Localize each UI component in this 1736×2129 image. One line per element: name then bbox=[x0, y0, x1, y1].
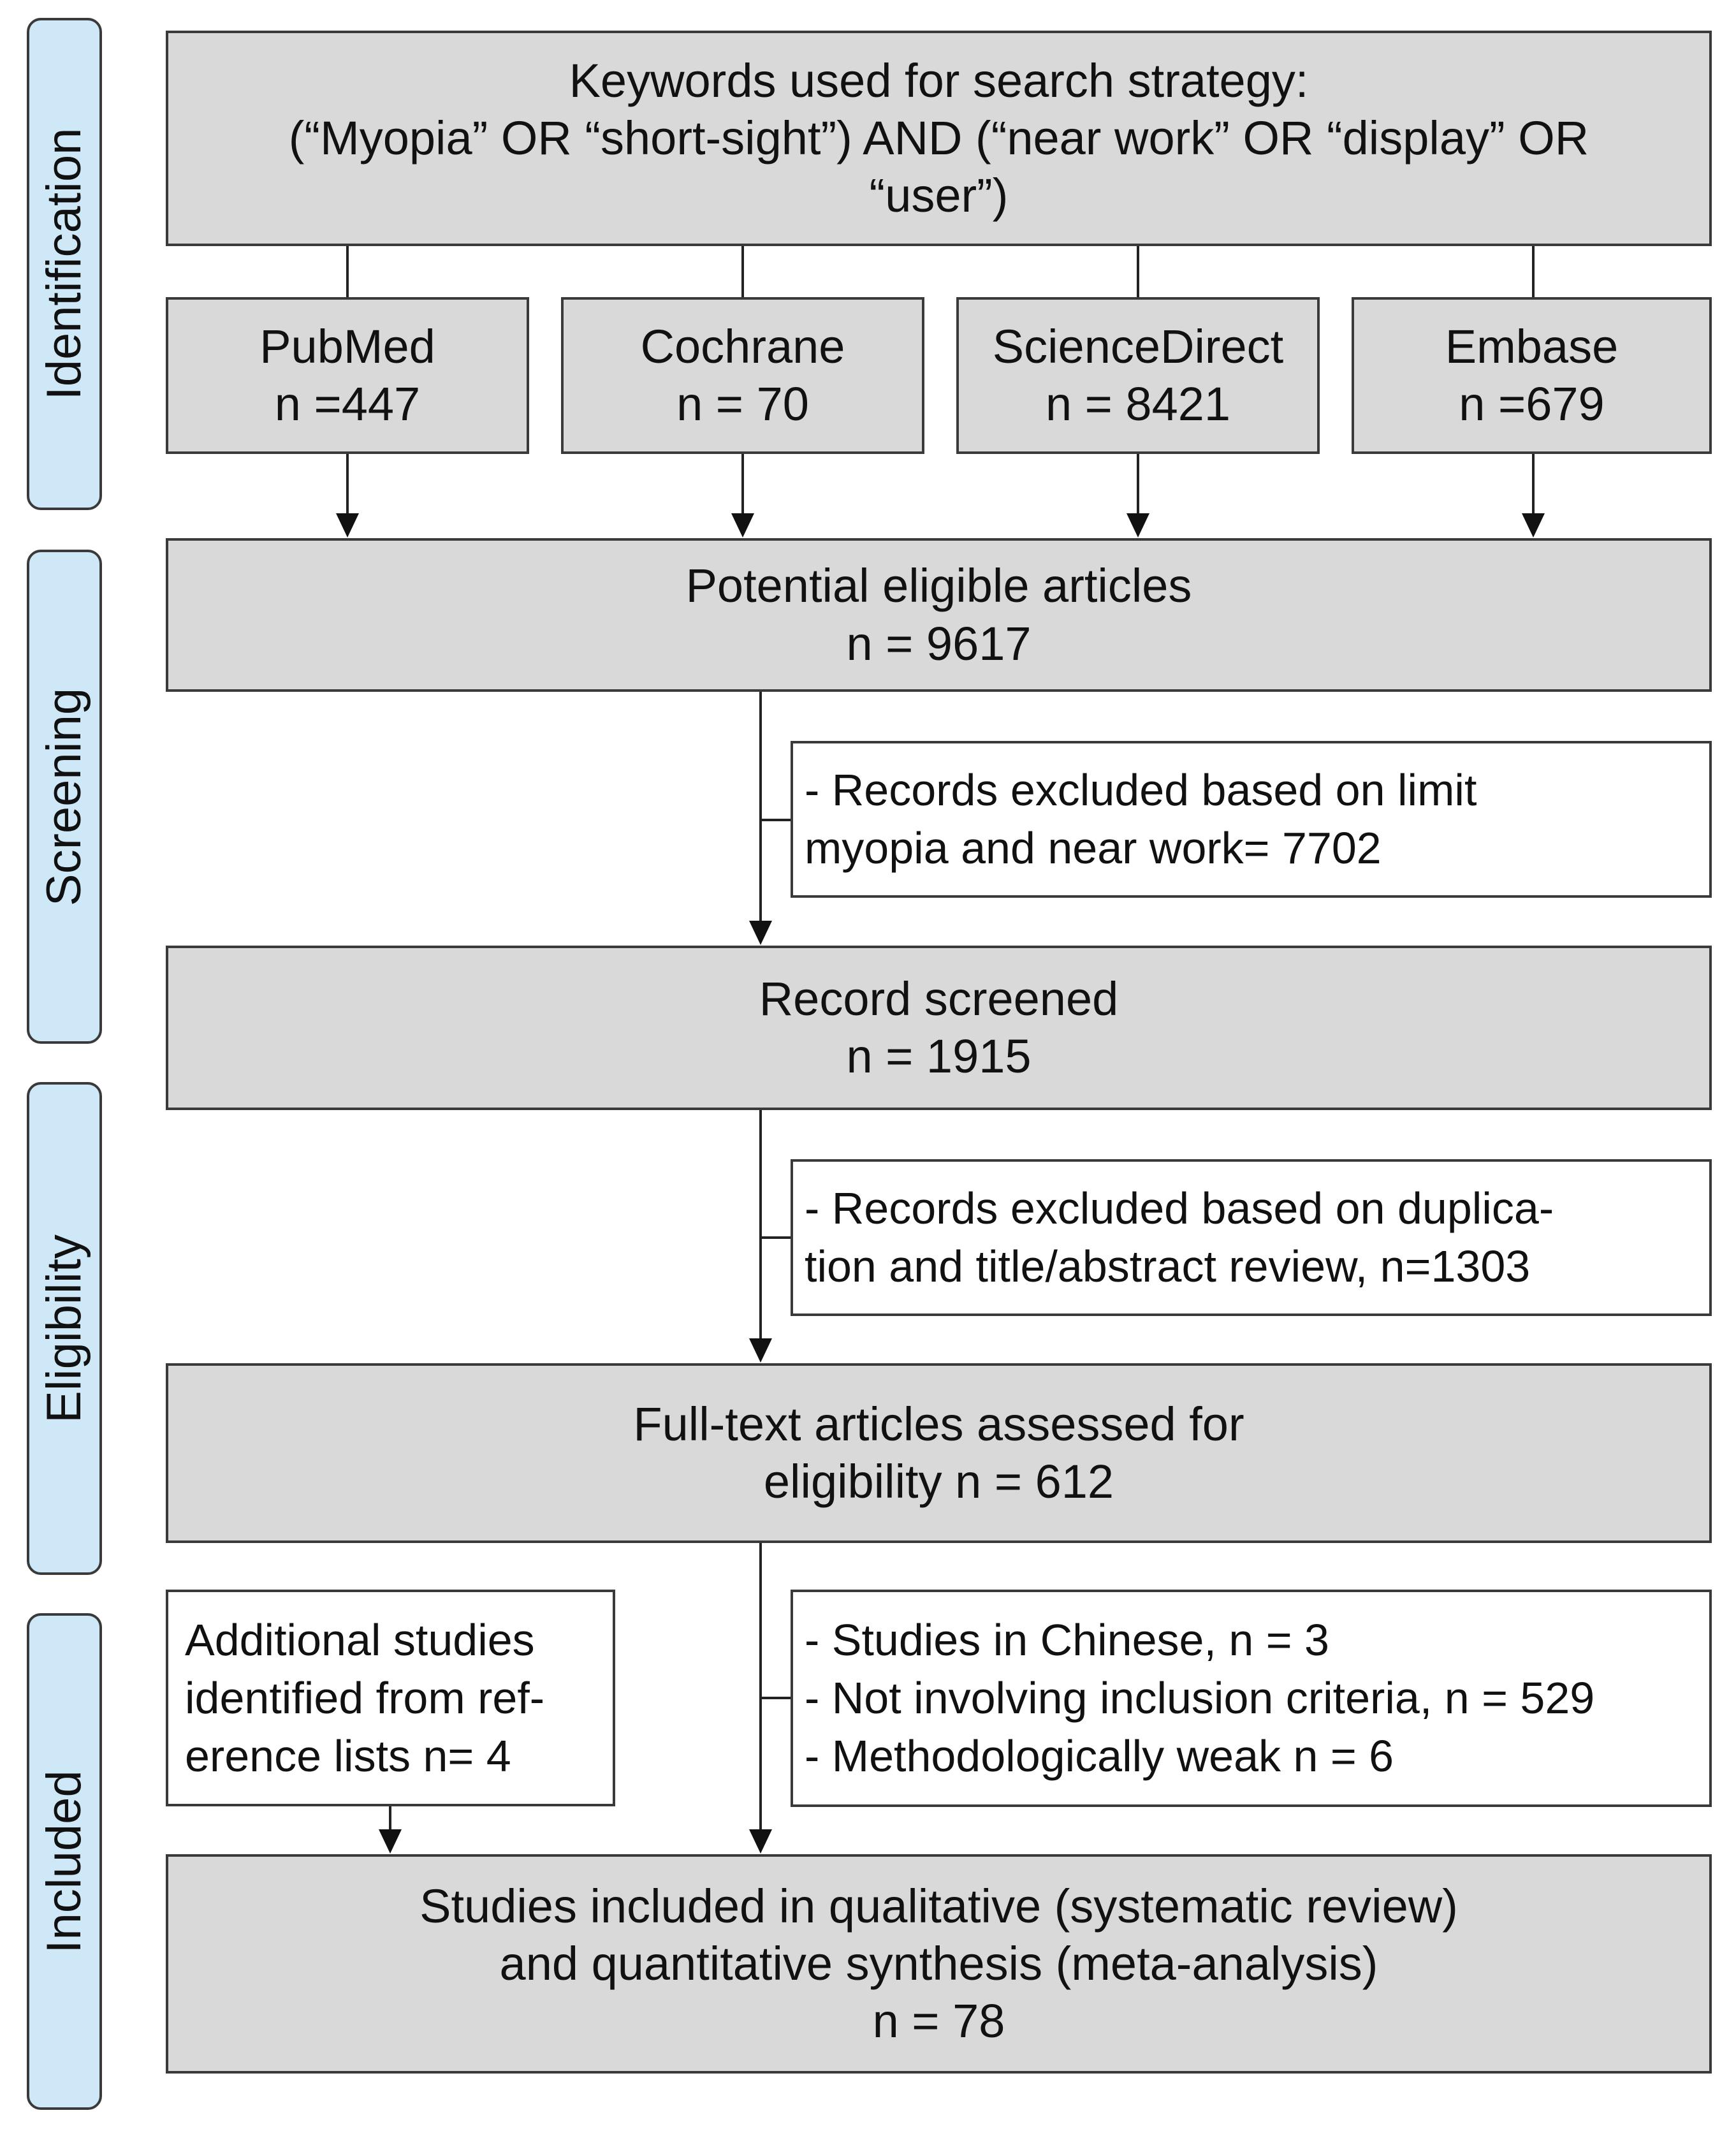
arrowhead-cochrane bbox=[731, 513, 754, 538]
database-count: n =447 bbox=[274, 377, 421, 430]
included-line-2: and quantitative synthesis (meta-analysi… bbox=[499, 1936, 1378, 1990]
database-name: Embase bbox=[1445, 319, 1619, 373]
potential-eligible-box: Potential eligible articles n = 9617 bbox=[166, 538, 1712, 692]
additional-studies-box: Additional studies identified from ref- … bbox=[166, 1590, 615, 1806]
database-box-embase: Embase n =679 bbox=[1352, 297, 1712, 454]
stage-eligibility: Eligibility bbox=[27, 1082, 102, 1575]
exclusion3-line-3: - Methodologically weak n = 6 bbox=[805, 1731, 1394, 1781]
arrowhead-fulltext bbox=[749, 1338, 772, 1363]
stage-screening: Screening bbox=[27, 550, 102, 1044]
included-line-1: Studies included in qualitative (systema… bbox=[419, 1879, 1458, 1933]
screened-label: Record screened bbox=[759, 972, 1119, 1025]
arrowhead-embase bbox=[1522, 513, 1545, 538]
arrowhead-screened bbox=[749, 921, 772, 945]
exclusion1-line-2: myopia and near work= 7702 bbox=[805, 823, 1382, 873]
exclusion3-line-1: - Studies in Chinese, n = 3 bbox=[805, 1615, 1329, 1665]
exclusion1-line-1: - Records excluded based on limit bbox=[805, 765, 1477, 815]
studies-included-box: Studies included in qualitative (systema… bbox=[166, 1854, 1712, 2074]
exclusion2-line-2: tion and title/abstract review, n=1303 bbox=[805, 1241, 1531, 1291]
additional-line-1: Additional studies bbox=[185, 1614, 535, 1665]
database-name: ScienceDirect bbox=[992, 319, 1284, 373]
database-name: PubMed bbox=[259, 319, 435, 373]
arrowhead-pubmed bbox=[336, 513, 359, 538]
exclusion-box-2: - Records excluded based on duplica- tio… bbox=[791, 1159, 1712, 1316]
database-count: n =679 bbox=[1459, 377, 1605, 430]
stage-label-eligibility: Eligibility bbox=[37, 1234, 91, 1423]
arrowhead-sciencedirect bbox=[1127, 513, 1149, 538]
database-box-sciencedirect: ScienceDirect n = 8421 bbox=[956, 297, 1320, 454]
search-strategy-box: Keywords used for search strategy: (“Myo… bbox=[166, 31, 1712, 246]
stage-label-included: Included bbox=[37, 1769, 91, 1954]
fulltext-line-1: Full-text articles assessed for bbox=[633, 1397, 1244, 1451]
search-line-1: Keywords used for search strategy: bbox=[569, 54, 1309, 107]
exclusion-box-1: - Records excluded based on limit myopia… bbox=[791, 741, 1712, 898]
fulltext-assessed-box: Full-text articles assessed for eligibil… bbox=[166, 1363, 1712, 1543]
database-name: Cochrane bbox=[640, 319, 845, 373]
additional-line-2: identified from ref- bbox=[185, 1672, 545, 1723]
stage-label-screening: Screening bbox=[37, 687, 91, 906]
additional-line-3: erence lists n= 4 bbox=[185, 1730, 511, 1781]
database-count: n = 70 bbox=[676, 377, 809, 430]
stage-included: Included bbox=[27, 1613, 102, 2110]
arrowhead-included bbox=[749, 1829, 772, 1854]
arrowhead-additional bbox=[379, 1829, 402, 1854]
stage-label-identification: Identification bbox=[37, 128, 91, 400]
potential-label: Potential eligible articles bbox=[685, 559, 1192, 613]
fulltext-line-2: eligibility n = 612 bbox=[763, 1455, 1114, 1508]
database-box-cochrane: Cochrane n = 70 bbox=[561, 297, 924, 454]
exclusion-box-3: - Studies in Chinese, n = 3 - Not involv… bbox=[791, 1590, 1712, 1807]
screened-count: n = 1915 bbox=[846, 1030, 1032, 1083]
search-line-3: “user”) bbox=[869, 169, 1009, 223]
database-count: n = 8421 bbox=[1045, 377, 1231, 430]
stage-identification: Identification bbox=[27, 18, 102, 510]
search-line-2: (“Myopia” OR “short-sight”) AND (“near w… bbox=[288, 111, 1589, 165]
database-box-pubmed: PubMed n =447 bbox=[166, 297, 529, 454]
exclusion2-line-1: - Records excluded based on duplica- bbox=[805, 1183, 1554, 1233]
record-screened-box: Record screened n = 1915 bbox=[166, 946, 1712, 1110]
exclusion3-line-2: - Not involving inclusion criteria, n = … bbox=[805, 1673, 1595, 1723]
included-count: n = 78 bbox=[872, 1994, 1005, 2048]
potential-count: n = 9617 bbox=[846, 617, 1032, 670]
